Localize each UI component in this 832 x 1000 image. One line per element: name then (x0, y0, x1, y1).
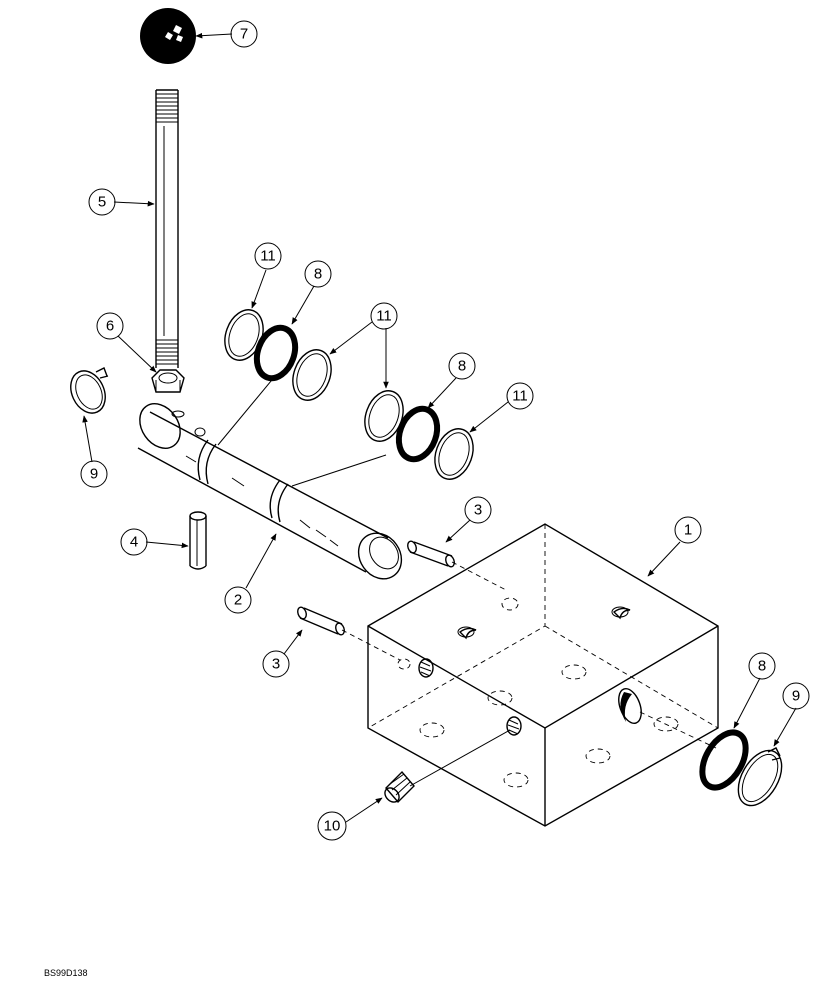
svg-text:6: 6 (106, 318, 114, 335)
callout-11-upper: 11 (254, 242, 282, 270)
threaded-rod (155, 89, 179, 368)
callout-11-middle: 11 (370, 302, 398, 330)
svg-text:9: 9 (792, 688, 800, 705)
hex-nut (151, 369, 185, 393)
svg-text:3: 3 (474, 502, 482, 519)
svg-text:9: 9 (90, 466, 98, 483)
callout-7: 7 (230, 20, 258, 48)
snap-ring-right (737, 747, 783, 807)
roll-pin-vertical (189, 511, 207, 570)
svg-text:3: 3 (272, 656, 280, 673)
svg-text:8: 8 (758, 658, 766, 675)
svg-text:7: 7 (240, 26, 248, 43)
callout-4: 4 (120, 528, 148, 556)
callout-6: 6 (96, 312, 124, 340)
snap-ring-left (70, 367, 109, 414)
svg-text:5: 5 (98, 194, 106, 211)
svg-text:11: 11 (260, 248, 276, 265)
seal-rings-upper (224, 309, 332, 401)
svg-text:11: 11 (512, 388, 528, 405)
svg-text:2: 2 (234, 592, 242, 609)
callout-9-right: 9 (782, 682, 810, 710)
threaded-plug (384, 770, 415, 804)
callout-8-lower: 8 (448, 352, 476, 380)
callout-10: 10 (317, 811, 347, 841)
roll-pin-upper (407, 540, 455, 568)
callout-9-left: 9 (80, 460, 108, 488)
callout-3-upper: 3 (464, 496, 492, 524)
svg-text:10: 10 (324, 818, 341, 835)
svg-text:8: 8 (314, 266, 322, 283)
callout-8-upper: 8 (304, 260, 332, 288)
roll-pin-lower (297, 606, 345, 636)
callout-5: 5 (88, 188, 116, 216)
callout-11-right: 11 (506, 382, 534, 410)
alignment-lines (341, 561, 717, 787)
callout-1: 1 (674, 516, 702, 544)
svg-text:11: 11 (376, 308, 392, 325)
spool (137, 403, 403, 580)
svg-text:1: 1 (684, 522, 692, 539)
callout-3-lower: 3 (262, 650, 290, 678)
reference-code: BS99D138 (44, 968, 88, 978)
seal-rings-lower (364, 390, 474, 480)
valve-body (367, 523, 719, 827)
svg-text:8: 8 (458, 358, 466, 375)
svg-text:4: 4 (130, 534, 138, 551)
assembly-leaders (217, 374, 387, 487)
callout-8-right: 8 (748, 652, 776, 680)
knob-ball (140, 8, 196, 64)
seal-ring-right (699, 729, 749, 791)
callout-2: 2 (224, 586, 252, 614)
